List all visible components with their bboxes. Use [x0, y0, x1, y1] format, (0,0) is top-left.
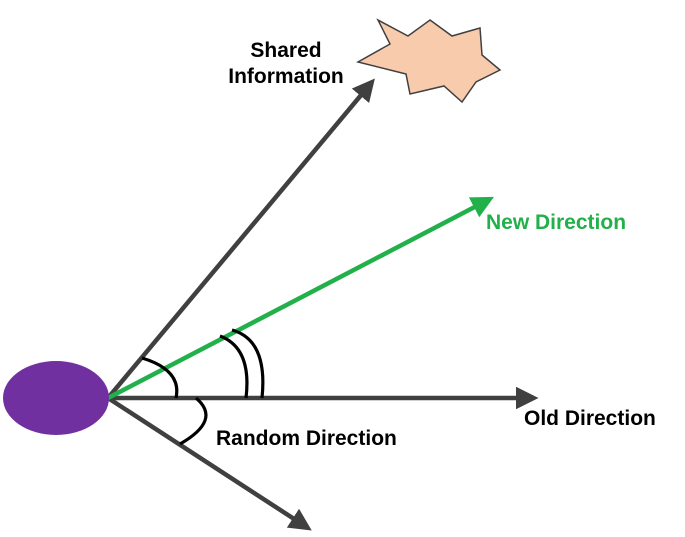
angle-arc-random [179, 396, 208, 446]
particle-icon [3, 361, 109, 435]
shared-information-line2: Information [228, 65, 344, 88]
angle-arc-new-inner [219, 334, 249, 399]
random-direction-arrow [106, 396, 312, 531]
angle-arc-new-outer [231, 328, 265, 399]
new-direction-arrow [106, 196, 494, 400]
shared-information-arrow [106, 78, 375, 400]
new-direction-label: New Direction [486, 211, 627, 234]
shared-information-label: Shared Information [214, 38, 358, 90]
star-icon [355, 18, 502, 104]
random-direction-label: Random Direction [216, 427, 397, 450]
angle-arc-shared [141, 356, 179, 399]
shared-information-line1: Shared [250, 39, 322, 62]
old-direction-label: Old Direction [524, 407, 656, 430]
